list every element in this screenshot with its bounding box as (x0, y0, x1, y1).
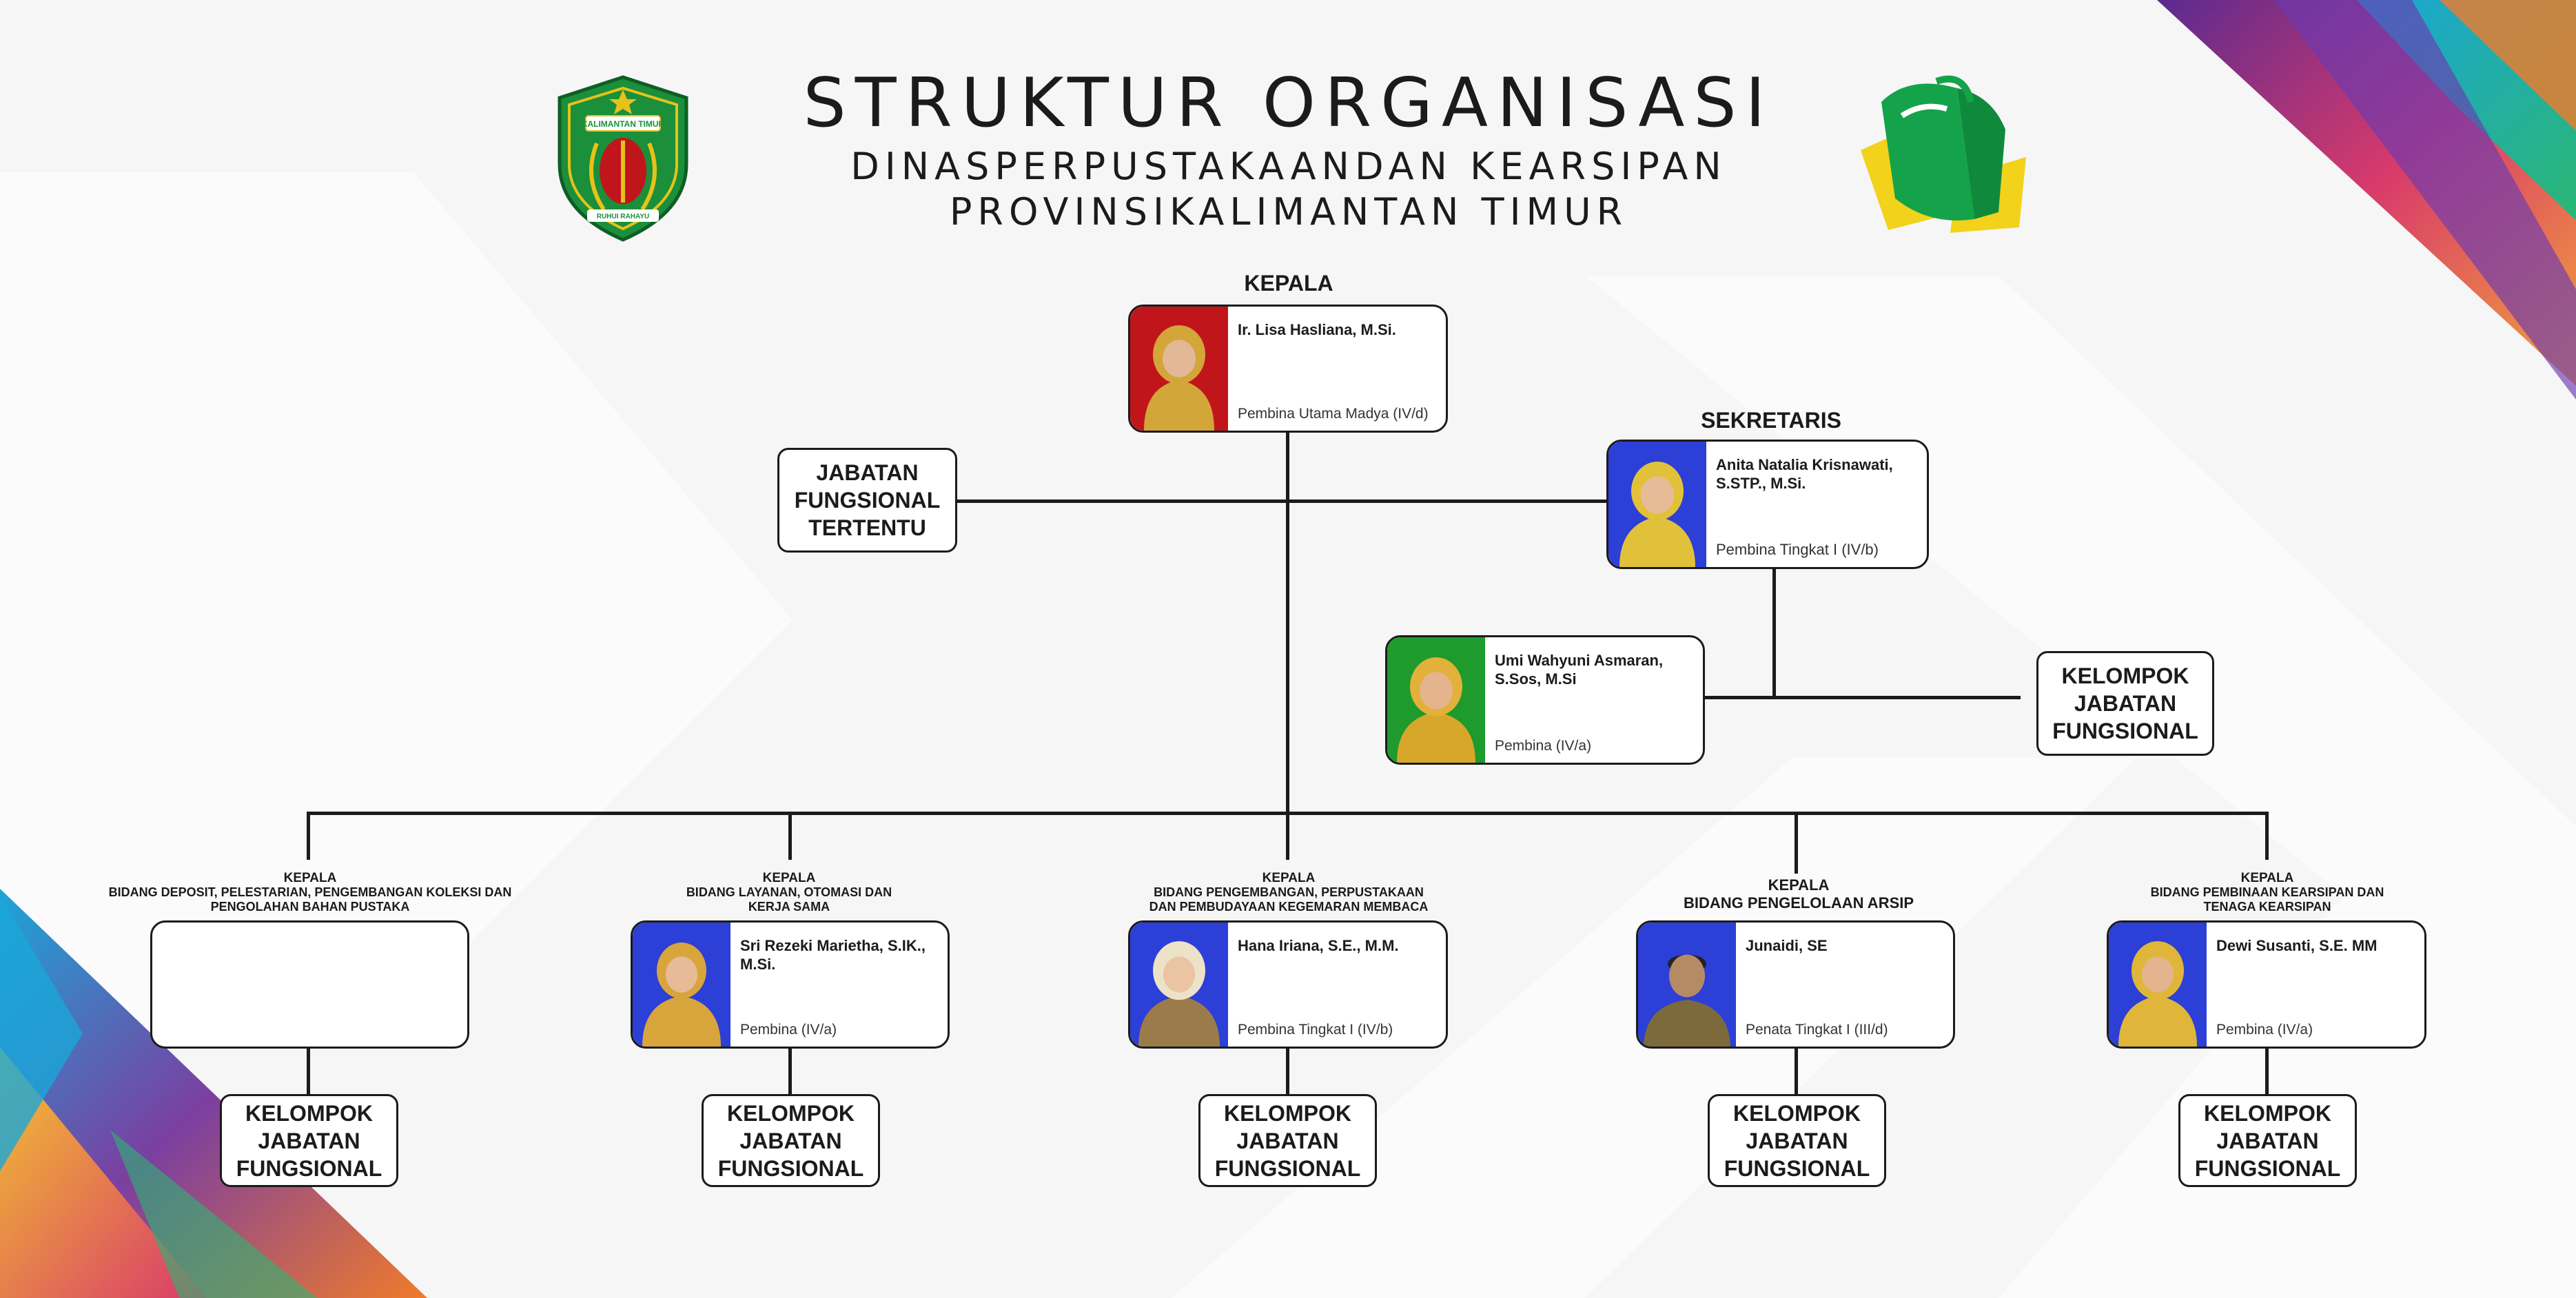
sekretaris-rank: Pembina Tingkat I (IV/b) (1716, 541, 1879, 558)
bidang-2-label-text: BIDANG LAYANAN, OTOMASI DAN KERJA SAMA (686, 885, 892, 914)
connector-bidang-3-down (1286, 812, 1289, 860)
connector-kepala-vertical (1286, 431, 1289, 817)
kepala-card[interactable]: Ir. Lisa Hasliana, M.Si. Pembina Utama M… (1128, 305, 1448, 433)
bidang-4-label-kepala: KEPALA (1768, 876, 1830, 894)
bidang-4-rank: Penata Tingkat I (III/d) (1746, 1022, 1888, 1038)
kelompok-jabatan-fungsional-bidang-1: KELOMPOK JABATAN FUNGSIONAL (220, 1094, 398, 1187)
kelompok-jabatan-fungsional-sekretariat: KELOMPOK JABATAN FUNGSIONAL (2036, 651, 2214, 756)
sekretaris-photo (1608, 442, 1706, 567)
bidang-2-label-kepala: KEPALA (762, 871, 816, 885)
kelompok-jabatan-fungsional-bidang-2: KELOMPOK JABATAN FUNGSIONAL (702, 1094, 880, 1187)
bidang-3-label-kepala: KEPALA (1262, 871, 1316, 885)
bidang-5-rank: Pembina (IV/a) (2216, 1022, 2313, 1038)
bidang-1-label-kepala: KEPALA (283, 871, 337, 885)
connector-kjf-4 (1795, 1046, 1798, 1095)
sekretaris-card[interactable]: Anita Natalia Krisnawati, S.STP., M.Si. … (1606, 440, 1929, 569)
bidang-1-label: KEPALA BIDANG DEPOSIT, PELESTARIAN, PENG… (103, 871, 517, 914)
kepala-photo (1130, 307, 1228, 431)
bidang-4-name: Junaidi, SE (1746, 937, 1828, 954)
sekretaris-role-label: SEKRETARIS (1701, 408, 1841, 433)
bidang-5-label: KEPALA BIDANG PEMBINAAN KEARSIPAN DAN TE… (2150, 871, 2384, 914)
kepala-name: Ir. Lisa Hasliana, M.Si. (1238, 321, 1396, 338)
bidang-5-name: Dewi Susanti, S.E. MM (2216, 937, 2378, 954)
bidang-3-label-text: BIDANG PENGEMBANGAN, PERPUSTAKAAN DAN PE… (1149, 885, 1429, 914)
kelompok-jabatan-fungsional-bidang-3: KELOMPOK JABATAN FUNGSIONAL (1198, 1094, 1377, 1187)
bidang-2-label: KEPALA BIDANG LAYANAN, OTOMASI DAN KERJA… (675, 871, 903, 914)
kepala-rank: Pembina Utama Madya (IV/d) (1238, 406, 1429, 422)
bidang-4-label-text: BIDANG PENGELOLAAN ARSIP (1683, 894, 1914, 911)
connector-kjf-3 (1286, 1046, 1289, 1095)
bidang-4-card[interactable]: Junaidi, SE Penata Tingkat I (III/d) (1636, 920, 1955, 1049)
bidang-4-photo (1638, 923, 1736, 1047)
bidang-2-name: Sri Rezeki Marietha, S.IK., M.Si. (740, 937, 926, 973)
bidang-5-card[interactable]: Dewi Susanti, S.E. MM Pembina (IV/a) (2107, 920, 2426, 1049)
bidang-3-rank: Pembina Tingkat I (IV/b) (1238, 1022, 1393, 1038)
page-subtitle-1: DINASPERPUSTAKAANDAN KEARSIPAN (850, 145, 1727, 188)
svg-text:KALIMANTAN TIMUR: KALIMANTAN TIMUR (582, 119, 665, 129)
sekretaris-name: Anita Natalia Krisnawati, S.STP., M.Si. (1716, 456, 1893, 492)
page-subtitle-2: PROVINSIKALIMANTAN TIMUR (949, 190, 1628, 234)
connector-sekretaris-vertical (1772, 568, 1776, 699)
bidang-5-label-text: BIDANG PEMBINAAN KEARSIPAN DAN TENAGA KE… (2150, 885, 2384, 914)
bidang-1-label-text: BIDANG DEPOSIT, PELESTARIAN, PENGEMBANGA… (108, 885, 512, 914)
header: STRUKTUR ORGANISASI DINASPERPUSTAKAANDAN… (689, 65, 1888, 235)
connector-sekretaris-horizontal (1702, 696, 2021, 699)
bidang-2-photo (633, 923, 730, 1047)
connector-kjf-2 (788, 1046, 792, 1095)
page-title: STRUKTUR ORGANISASI (803, 64, 1775, 143)
connector-bidang-4-down (1795, 812, 1798, 874)
svg-text:RUHUI RAHAYU: RUHUI RAHAYU (597, 213, 649, 220)
bidang-3-name: Hana Iriana, S.E., M.M. (1238, 937, 1399, 954)
library-logo-icon (1861, 75, 2026, 233)
connector-bidang-5-down (2265, 812, 2269, 860)
subbagian-name: Umi Wahyuni Asmaran, S.Sos, M.Si (1495, 652, 1664, 688)
kaltim-emblem-icon: KALIMANTAN TIMUR RUHUI RAHAYU (558, 75, 688, 242)
subbagian-card[interactable]: Umi Wahyuni Asmaran, S.Sos, M.Si Pembina… (1385, 635, 1705, 765)
bidang-1-card[interactable] (150, 920, 469, 1049)
bidang-3-label: KEPALA BIDANG PENGEMBANGAN, PERPUSTAKAAN… (1116, 871, 1461, 914)
connector-bidang-2-down (788, 812, 792, 860)
kelompok-jabatan-fungsional-bidang-5: KELOMPOK JABATAN FUNGSIONAL (2178, 1094, 2357, 1187)
kelompok-jabatan-fungsional-bidang-4: KELOMPOK JABATAN FUNGSIONAL (1708, 1094, 1886, 1187)
bidang-2-rank: Pembina (IV/a) (740, 1022, 837, 1038)
jabatan-fungsional-tertentu-box: JABATAN FUNGSIONAL TERTENTU (777, 448, 957, 553)
kepala-role-label: KEPALA (1244, 271, 1333, 296)
bidang-4-label: KEPALA BIDANG PENGELOLAAN ARSIP (1640, 876, 1957, 912)
connector-kjf-5 (2265, 1046, 2269, 1095)
bidang-3-card[interactable]: Hana Iriana, S.E., M.M. Pembina Tingkat … (1128, 920, 1448, 1049)
bidang-3-photo (1130, 923, 1228, 1047)
bidang-5-label-kepala: KEPALA (2240, 871, 2294, 885)
connector-bidang-1-down (307, 812, 310, 860)
connector-jft-horizontal (957, 499, 1610, 503)
bidang-5-photo (2109, 923, 2207, 1047)
bidang-2-card[interactable]: Sri Rezeki Marietha, S.IK., M.Si. Pembin… (631, 920, 950, 1049)
subbagian-photo (1387, 637, 1485, 763)
connector-kjf-1 (307, 1046, 310, 1095)
subbagian-rank: Pembina (IV/a) (1495, 738, 1592, 754)
